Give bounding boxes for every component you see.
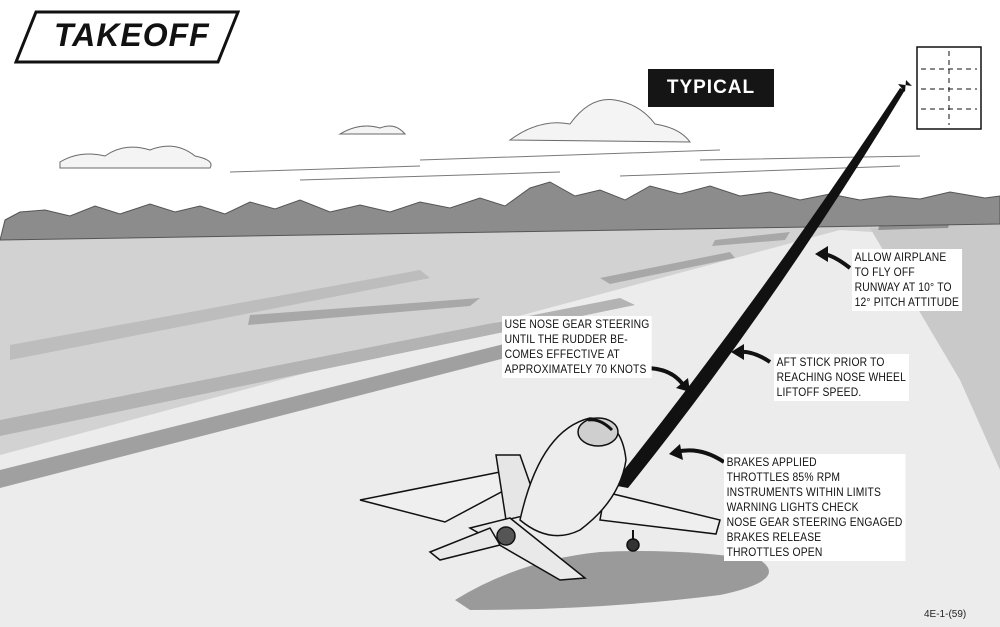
page-title: TAKEOFF: [54, 17, 210, 54]
cloud: [340, 126, 405, 134]
callout-takeoff-checklist: BRAKES APPLIED THROTTLES 85% RPM INSTRUM…: [724, 454, 905, 561]
cloud-streak: [230, 150, 920, 180]
pitch-attitude-grid: [917, 47, 981, 129]
callout-nose-gear-steering: USE NOSE GEAR STEERING UNTIL THE RUDDER …: [502, 316, 652, 378]
figure-id: 4E-1-(59): [924, 609, 966, 620]
callout-aft-stick: AFT STICK PRIOR TO REACHING NOSE WHEEL L…: [774, 354, 909, 401]
cloud: [60, 146, 211, 168]
typical-badge: TYPICAL: [648, 69, 774, 107]
callout-allow-fly-off: ALLOW AIRPLANE TO FLY OFF RUNWAY AT 10° …: [852, 249, 962, 311]
